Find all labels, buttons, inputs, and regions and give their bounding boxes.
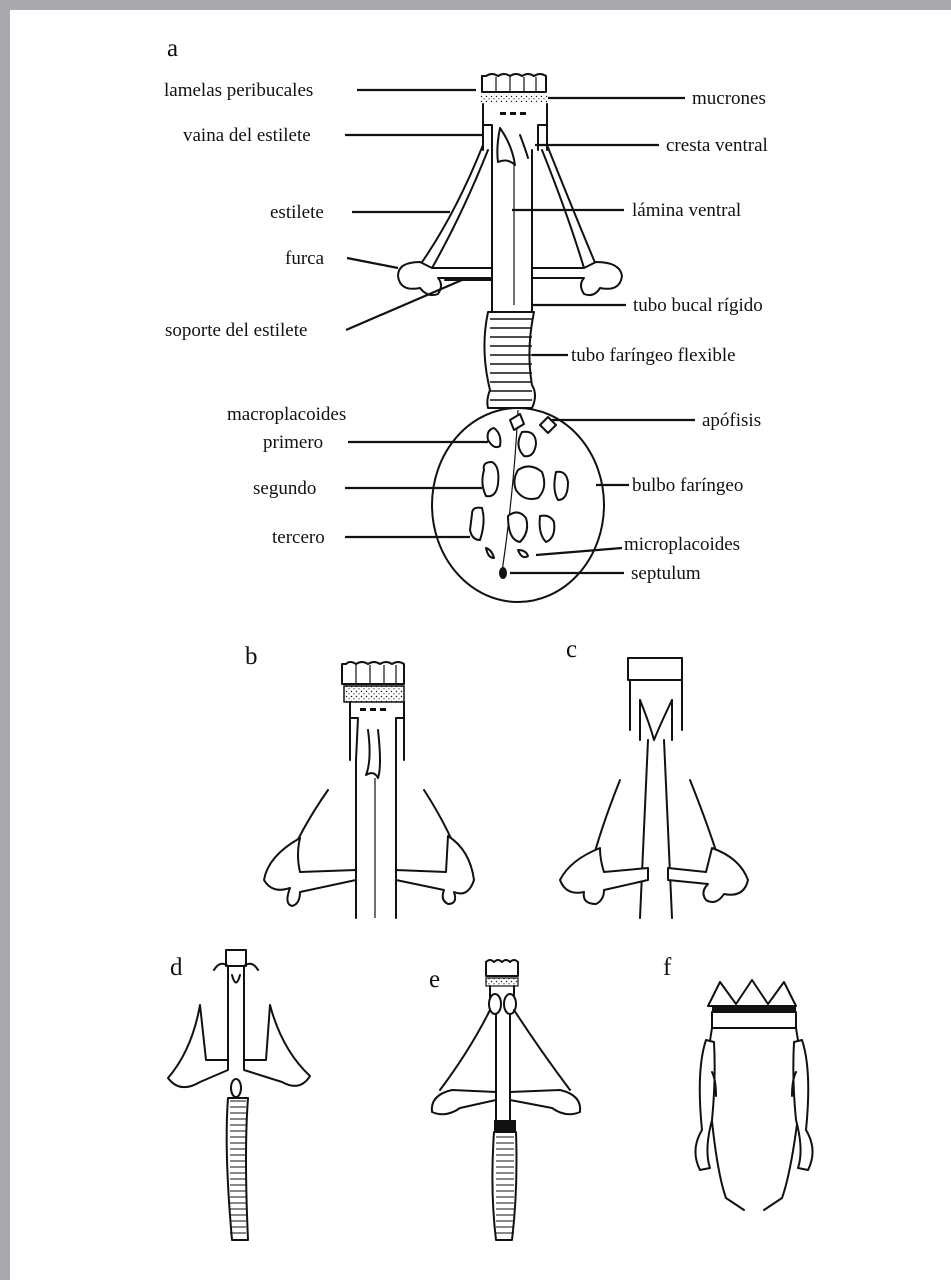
panel-label-b: b bbox=[245, 643, 258, 670]
label-tubo-faringeo-flexible: tubo faríngeo flexible bbox=[571, 345, 736, 366]
panel-f-drawing bbox=[695, 980, 812, 1210]
panel-e-drawing bbox=[432, 960, 580, 1240]
label-lamina-ventral: lámina ventral bbox=[632, 200, 741, 221]
label-microplacoides: microplacoides bbox=[624, 534, 740, 555]
label-soporte-del-estilete: soporte del estilete bbox=[165, 320, 307, 341]
label-lamelas-peribucales: lamelas peribucales bbox=[164, 80, 313, 101]
label-mucrones: mucrones bbox=[692, 88, 766, 109]
label-tercero: tercero bbox=[272, 527, 325, 548]
panel-c-drawing bbox=[560, 658, 748, 918]
label-cresta-ventral: cresta ventral bbox=[666, 135, 768, 156]
label-vaina-del-estilete: vaina del estilete bbox=[183, 125, 311, 146]
panel-b-drawing bbox=[264, 662, 474, 918]
label-estilete: estilete bbox=[270, 202, 324, 223]
panel-a-drawing bbox=[345, 74, 695, 602]
label-macroplacoides: macroplacoides bbox=[227, 404, 346, 425]
panel-label-c: c bbox=[566, 636, 577, 663]
panel-label-a: a bbox=[167, 35, 178, 62]
panel-label-d: d bbox=[170, 954, 183, 981]
label-primero: primero bbox=[263, 432, 323, 453]
label-septulum: septulum bbox=[631, 563, 701, 584]
panel-label-f: f bbox=[663, 954, 672, 981]
label-segundo: segundo bbox=[253, 478, 316, 499]
label-tubo-bucal-rigido: tubo bucal rígido bbox=[633, 295, 763, 316]
label-apofisis: apófisis bbox=[702, 410, 761, 431]
panel-label-e: e bbox=[429, 966, 440, 993]
label-bulbo-faringeo: bulbo faríngeo bbox=[632, 475, 743, 496]
label-furca: furca bbox=[285, 248, 325, 269]
panel-d-drawing bbox=[168, 950, 310, 1240]
